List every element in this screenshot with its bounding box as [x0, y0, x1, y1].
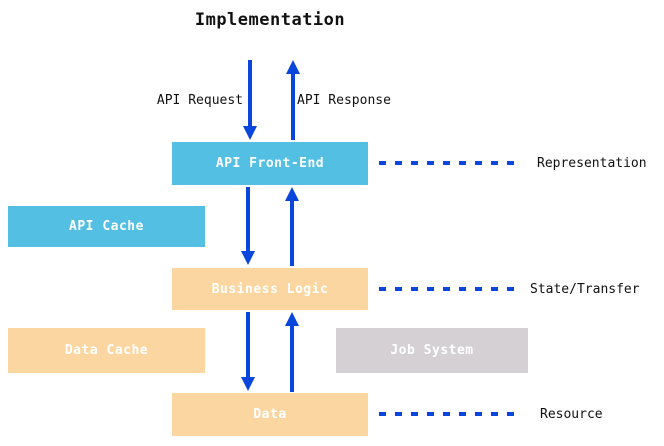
- api-request-label: API Request: [156, 93, 243, 108]
- api-response-label: API Response: [297, 93, 391, 108]
- api-cache-box: API Cache: [8, 206, 205, 247]
- arrow-down-frontend-to-logic-icon: [241, 187, 255, 265]
- arrow-up-data-to-logic-icon: [285, 312, 299, 392]
- data-cache-label: Data Cache: [64, 343, 149, 358]
- data-cache-box: Data Cache: [8, 328, 205, 373]
- job-system-box: Job System: [336, 328, 528, 373]
- job-system-label: Job System: [390, 343, 474, 358]
- state-transfer-layer-label: State/Transfer: [530, 282, 640, 297]
- resource-layer-label: Resource: [540, 407, 603, 422]
- data-box: Data: [172, 393, 368, 436]
- representation-layer-label: Representation: [537, 156, 647, 171]
- api-front-end-box: API Front-End: [172, 142, 368, 185]
- api-front-end-label: API Front-End: [215, 156, 325, 171]
- api-cache-label: API Cache: [69, 219, 144, 234]
- data-label: Data: [253, 407, 287, 422]
- business-logic-box: Business Logic: [172, 268, 368, 310]
- arrow-down-request-icon: [243, 60, 257, 140]
- business-logic-label: Business Logic: [211, 281, 329, 297]
- diagram-title: Implementation: [194, 10, 346, 30]
- arrow-up-logic-to-frontend-icon: [285, 187, 299, 266]
- arrow-down-logic-to-data-icon: [241, 312, 255, 391]
